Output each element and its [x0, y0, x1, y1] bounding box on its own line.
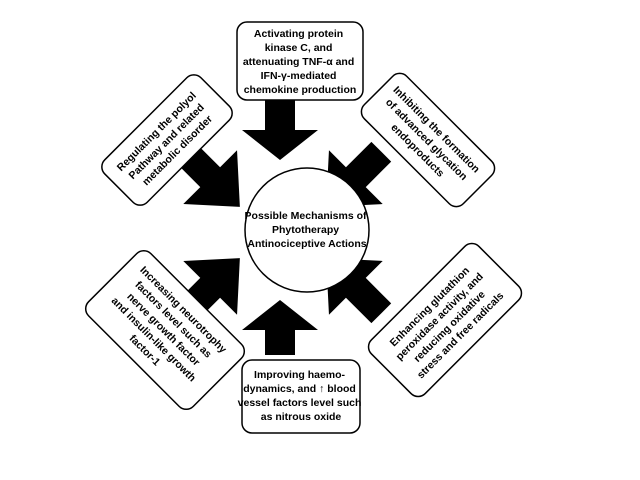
- center-label: Possible Mechanisms of Phytotherapy Anti…: [245, 210, 370, 250]
- box-bottom-text: Improving haemo- dynamics, and ↑ blood v…: [238, 369, 365, 423]
- box-top-text: Activating protein kinase C, and attenua…: [243, 28, 357, 96]
- box-bottom-right: Enhancing glutathion peroxidase activity…: [367, 242, 523, 398]
- arrow-top: [242, 98, 318, 160]
- box-bottom: Improving haemo- dynamics, and ↑ blood v…: [238, 359, 365, 434]
- box-top: Activating protein kinase C, and attenua…: [236, 21, 364, 101]
- center-circle: [244, 167, 370, 293]
- box-top-right: Inhibiting the formation of advanced gly…: [360, 72, 496, 208]
- arrow-bottom: [242, 300, 318, 355]
